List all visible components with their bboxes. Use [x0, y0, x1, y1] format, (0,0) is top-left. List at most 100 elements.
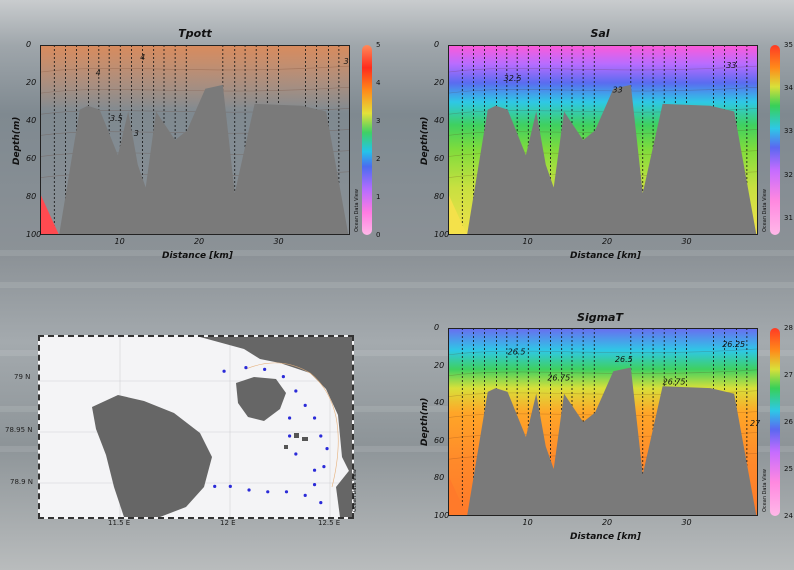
sigmat-cbar-tick: 27: [784, 371, 793, 379]
map-station: [288, 416, 292, 420]
sigmat-cbar-tick: 26: [784, 418, 793, 426]
sigmat-contour-label: 26.5: [508, 347, 526, 356]
sal-ytick-0: 0: [434, 40, 440, 49]
map-station: [312, 416, 317, 420]
sal-seafloor: [467, 84, 757, 236]
sigmat-frame: [448, 328, 758, 516]
map-station: [284, 490, 289, 494]
sal-cbar-tick: 34: [784, 84, 793, 93]
map-station: [312, 468, 317, 472]
sal-contour-label: 33: [613, 86, 623, 95]
sal-xlabel: Distance [km]: [570, 251, 641, 261]
map-station: [247, 488, 251, 492]
sigmat-ytick-100: 100: [434, 511, 450, 520]
tpott-ytick-80: 80: [26, 192, 37, 201]
tpott-left-wedge: [40, 193, 60, 235]
tpott-plot: 4 4 3.5 3 3: [39, 45, 351, 236]
tpott-contour-label: 4: [96, 68, 101, 77]
sal-title: Sal: [590, 27, 610, 40]
map-lon-115: 11.5 E: [108, 519, 131, 527]
sal-ytick-20: 20: [434, 78, 445, 87]
map-lat-789: 78.9 N: [10, 478, 34, 486]
tpott-contour-line: [39, 65, 351, 73]
tpott-cbar-tick: 5: [376, 41, 381, 49]
map-station: [228, 484, 232, 488]
sigmat-ytick-60: 60: [434, 435, 445, 445]
tpott-ytick-100: 100: [26, 230, 42, 239]
tpott-ylabel: Depth(m): [12, 116, 22, 165]
sal-cbar-tick: 31: [784, 213, 793, 222]
land-island: [236, 377, 286, 421]
sigmat-left-wedge: [448, 474, 468, 516]
sigmat-cbar-tick: 24: [784, 512, 793, 520]
map-station: [322, 465, 326, 469]
map-station: [288, 434, 292, 438]
map-station: [303, 403, 307, 407]
tpott-contour-label: 3: [134, 129, 139, 138]
tpott-colorbar: [362, 45, 372, 235]
map-station: [319, 434, 323, 438]
sal-contour-line: [447, 65, 759, 73]
tpott-svg: 4 4 3.5 3 3: [39, 45, 351, 236]
tpott-credit: Ocean Data View: [354, 189, 360, 232]
sigmat-xtick-20: 20: [601, 518, 613, 527]
tpott-contour-label: 3: [344, 57, 349, 66]
land-southeast: [336, 467, 352, 517]
sigmat-cbar-tick: 28: [784, 324, 793, 332]
land-peninsula: [92, 395, 212, 517]
sigmat-contour-label: 27: [750, 419, 761, 428]
tpott-contour-label: 3.5: [110, 114, 123, 123]
tpott-frame: [40, 45, 350, 235]
map-lon-12: 12 E: [220, 519, 236, 527]
map-station: [303, 493, 307, 497]
map-station: [266, 490, 270, 494]
sal-xtick-10: 10: [522, 237, 533, 246]
map-lat-7895: 78.95 N: [5, 426, 33, 434]
map-station: [222, 369, 226, 373]
map-station: [319, 501, 323, 505]
sigmat-contour-label: 26.25: [722, 340, 745, 349]
sal-contour-label: 32.5: [504, 74, 522, 83]
sal-ylabel: Depth(m): [420, 116, 430, 165]
sigmat-contour-line: [447, 348, 759, 356]
map-station: [213, 484, 217, 488]
sigmat-ytick-80: 80: [434, 473, 445, 483]
sigmat-title: SigmaT: [577, 311, 623, 324]
sigmat-ylabel: Depth(m): [420, 397, 430, 446]
sal-left-wedge: [448, 193, 468, 235]
tpott-contour-label: 4: [140, 53, 145, 62]
tpott-ytick-0: 0: [26, 40, 32, 49]
tpott-xtick-30: 30: [273, 237, 284, 246]
sigmat-contour-label: 26.75: [547, 374, 570, 383]
sal-ytick-60: 60: [434, 154, 445, 163]
map-credit: Ocean Data View: [352, 469, 358, 512]
sigmat-contour-line: [447, 369, 759, 377]
sal-colorbar: [770, 45, 780, 235]
tpott-cbar-tick: 2: [376, 155, 381, 163]
sal-xtick-20: 20: [601, 237, 613, 246]
sigmat-colorbar: [770, 328, 780, 516]
sigmat-seafloor: [467, 367, 757, 516]
map-svg: [40, 337, 352, 517]
land-north: [200, 337, 352, 477]
tpott-cbar-tick: 1: [376, 193, 381, 201]
tpott-ytick-60: 60: [26, 154, 37, 163]
tpott-seafloor: [59, 84, 349, 236]
sigmat-contour-label: 26.75: [663, 377, 686, 386]
tpott-title: Tpott: [178, 27, 212, 40]
tpott-cbar-tick: 4: [376, 79, 381, 87]
sal-credit: Ocean Data View: [762, 189, 768, 232]
sigmat-ytick-0: 0: [434, 323, 440, 332]
sal-ytick-100: 100: [434, 230, 450, 239]
tpott-xtick-20: 20: [193, 237, 205, 246]
map-station: [281, 375, 285, 379]
tpott-ytick-40: 40: [26, 116, 37, 125]
sigmat-ytick-20: 20: [434, 360, 445, 370]
map-station: [294, 389, 298, 393]
sigmat-xlabel: Distance [km]: [570, 532, 641, 542]
sigmat-xtick-30: 30: [681, 518, 692, 527]
sal-xtick-30: 30: [681, 237, 692, 246]
